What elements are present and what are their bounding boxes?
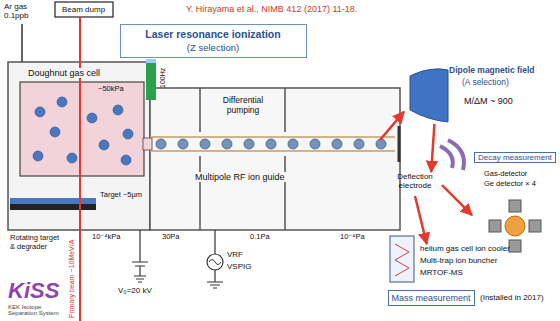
mrtof-device	[390, 236, 414, 282]
node-text: Deflection electrode	[390, 173, 440, 191]
gas-cell-body	[20, 82, 144, 176]
node-text: Doughnut gas cell	[26, 68, 102, 78]
node-text: ~50kPa	[98, 85, 124, 94]
beam-dump-box	[55, 2, 113, 17]
laser-box: Laser resonance ionization (Z selection)	[120, 24, 307, 58]
pressure-label: 10⁻⁴Pa	[340, 233, 365, 242]
node-text: Gas-detector	[484, 170, 527, 179]
beam-dump-label: Beam dump	[62, 5, 105, 14]
voltage-label: VRF	[227, 250, 243, 259]
node-text: helium gas cell ion cooler	[420, 244, 510, 253]
ion-guide-rails	[150, 137, 395, 151]
node-text: MRTOF-MS	[420, 268, 463, 277]
primary-beam	[79, 17, 81, 321]
rf-wave	[209, 260, 221, 265]
node-text: Decay measurement	[474, 152, 556, 163]
deflector-plates	[440, 140, 464, 170]
pumping-walls	[200, 88, 285, 230]
extraction-electrode	[398, 126, 401, 162]
ion-guide-rods	[150, 137, 395, 151]
rotating-target	[10, 198, 96, 204]
laser-beam	[146, 63, 156, 100]
target-wheel-label: Rotating target & degrader	[10, 234, 66, 251]
mass-box: Mass measurement	[388, 290, 475, 306]
pressure-label: 10⁻⁴kPa	[92, 233, 120, 242]
voltage-label: VSPIG	[227, 262, 251, 271]
dipole-magnet: Dipole magnetic field (A selection) M/ΔM ~…	[404, 62, 556, 124]
deflection-electrode: Deflection electrode	[388, 172, 442, 196]
ion-guide: Multipole RF ion guide	[165, 128, 380, 188]
laser-rate: 100Hz	[159, 68, 167, 88]
gas-label: Ar gas 0.1ppb	[4, 2, 38, 20]
beam-arrow	[442, 185, 472, 215]
beam-arrow	[380, 112, 404, 140]
laser-cap	[146, 59, 156, 63]
rf-source	[207, 254, 223, 270]
node-text: (Z selection)	[121, 43, 305, 54]
logo: KiSS	[8, 278, 59, 303]
node-text: Laser resonance ionization	[121, 28, 305, 40]
target-label: Target ~5µm	[100, 191, 146, 200]
beam-arrow	[431, 124, 434, 172]
pressure-label: 0.1Pa	[250, 233, 270, 242]
gas-cell: Doughnut gas cell ~50kPa	[20, 68, 144, 176]
node-text: (A selection)	[462, 78, 509, 88]
gas-detector	[505, 216, 525, 236]
degrader	[10, 204, 96, 210]
pumping-label: Differential pumping	[206, 96, 280, 116]
hv-supply	[132, 230, 148, 282]
guide-chamber	[150, 88, 400, 230]
ion-dots	[33, 97, 133, 165]
mrtof-ms: helium gas cell ion coolerMulti-trap ion…	[420, 244, 554, 282]
beam-arrow	[415, 196, 427, 244]
logo-subtitle: KEK Isotope Separation System	[8, 304, 68, 317]
decay-station: Decay measurementGas-detectorGe detector…	[472, 152, 556, 254]
node-text: Ge detector × 4	[484, 180, 536, 189]
node-text: Multipole RF ion guide	[193, 172, 287, 182]
install-note: (Installed in 2017)	[480, 293, 544, 302]
pressure-label: 30Pa	[162, 233, 180, 242]
beam-label: Primary beam ~10MeV/A	[68, 240, 76, 318]
node-text: Multi-trap ion buncher	[420, 256, 497, 265]
citation: Y. Hirayama et al., NIMB 412 (2017) 11-1…	[186, 4, 357, 14]
node-text: M/ΔM ~ 900	[464, 96, 513, 106]
voltage-label: V₀=20 kV	[118, 286, 152, 295]
mrtof-trajectory	[395, 244, 409, 276]
dipole-magnet	[410, 69, 448, 122]
rf-wiring	[207, 230, 223, 288]
node-text: Dipole magnetic field	[449, 66, 535, 76]
node-text: Mass measurement	[389, 293, 473, 303]
